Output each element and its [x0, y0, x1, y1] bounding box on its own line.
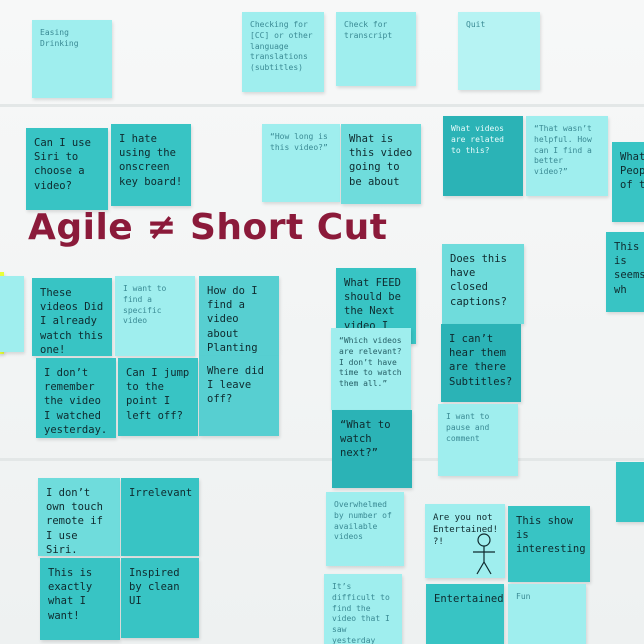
sticky-note: What is this video going to be about [341, 124, 421, 204]
sticky-note: What Peop of t [612, 142, 644, 222]
sticky-note [0, 276, 24, 352]
sticky-note: Fun [508, 584, 586, 644]
sticky-note: This is seems wh [606, 232, 644, 312]
sticky-note: “Which videos are relevant? I don’t have… [331, 328, 411, 410]
sticky-note: It’s difficult to find the video that I … [324, 574, 402, 644]
wall-seam [0, 458, 644, 461]
sticky-note: Irrelevant [121, 478, 199, 556]
sticky-note: I hate using the onscreen key board! [111, 124, 191, 206]
sticky-note: Check for transcript [336, 12, 416, 86]
sticky-note: I can’t hear them are there Subtitles? [441, 324, 521, 402]
sticky-note: This is exactly what I want! [40, 558, 120, 640]
sticky-note: Easing Drinking [32, 20, 112, 98]
sticky-note: How do I find a video about Planting Pok… [199, 276, 279, 356]
sticky-note: Can I use Siri to choose a video? [26, 128, 108, 210]
sticky-note: Entertained [426, 584, 504, 644]
sticky-note: This show is interesting [508, 506, 590, 582]
sticky-note: I don’t remember the video I watched yes… [36, 358, 116, 438]
sticky-note: “What to watch next?” [332, 410, 412, 488]
sticky-note: I don’t own touch remote if I use Siri. [38, 478, 120, 556]
sticky-note: What videos are related to this? [443, 116, 523, 196]
sticky-note: Checking for [CC] or other language tran… [242, 12, 324, 92]
sticky-note [616, 462, 644, 522]
sticky-note: Inspired by clean UI [121, 558, 199, 638]
sticky-note: “That wasn’t helpful. How can I find a b… [526, 116, 608, 196]
stick-figure-sketch [473, 533, 495, 575]
sticky-note: Overwhelmed by number of available video… [326, 492, 404, 566]
sticky-note: “How long is this video?” [262, 124, 340, 202]
sticky-note: Are you not Entertained! ?! [425, 504, 505, 578]
sticky-note: These videos Did I already watch this on… [32, 278, 112, 356]
sticky-note: Does this have closed captions? [442, 244, 524, 324]
sticky-note: I want to pause and comment [438, 404, 518, 476]
sticky-note-text: Are you not Entertained! ?! [433, 513, 499, 548]
sticky-note: Quit [458, 12, 540, 90]
sticky-note: Where did I leave off? [199, 356, 279, 436]
sticky-note: Can I jump to the point I left off? [118, 358, 198, 436]
wall-seam [0, 104, 644, 107]
sticky-note: I want to find a specific video [115, 276, 195, 356]
page-title: Agile ≠ Short Cut [28, 207, 388, 248]
